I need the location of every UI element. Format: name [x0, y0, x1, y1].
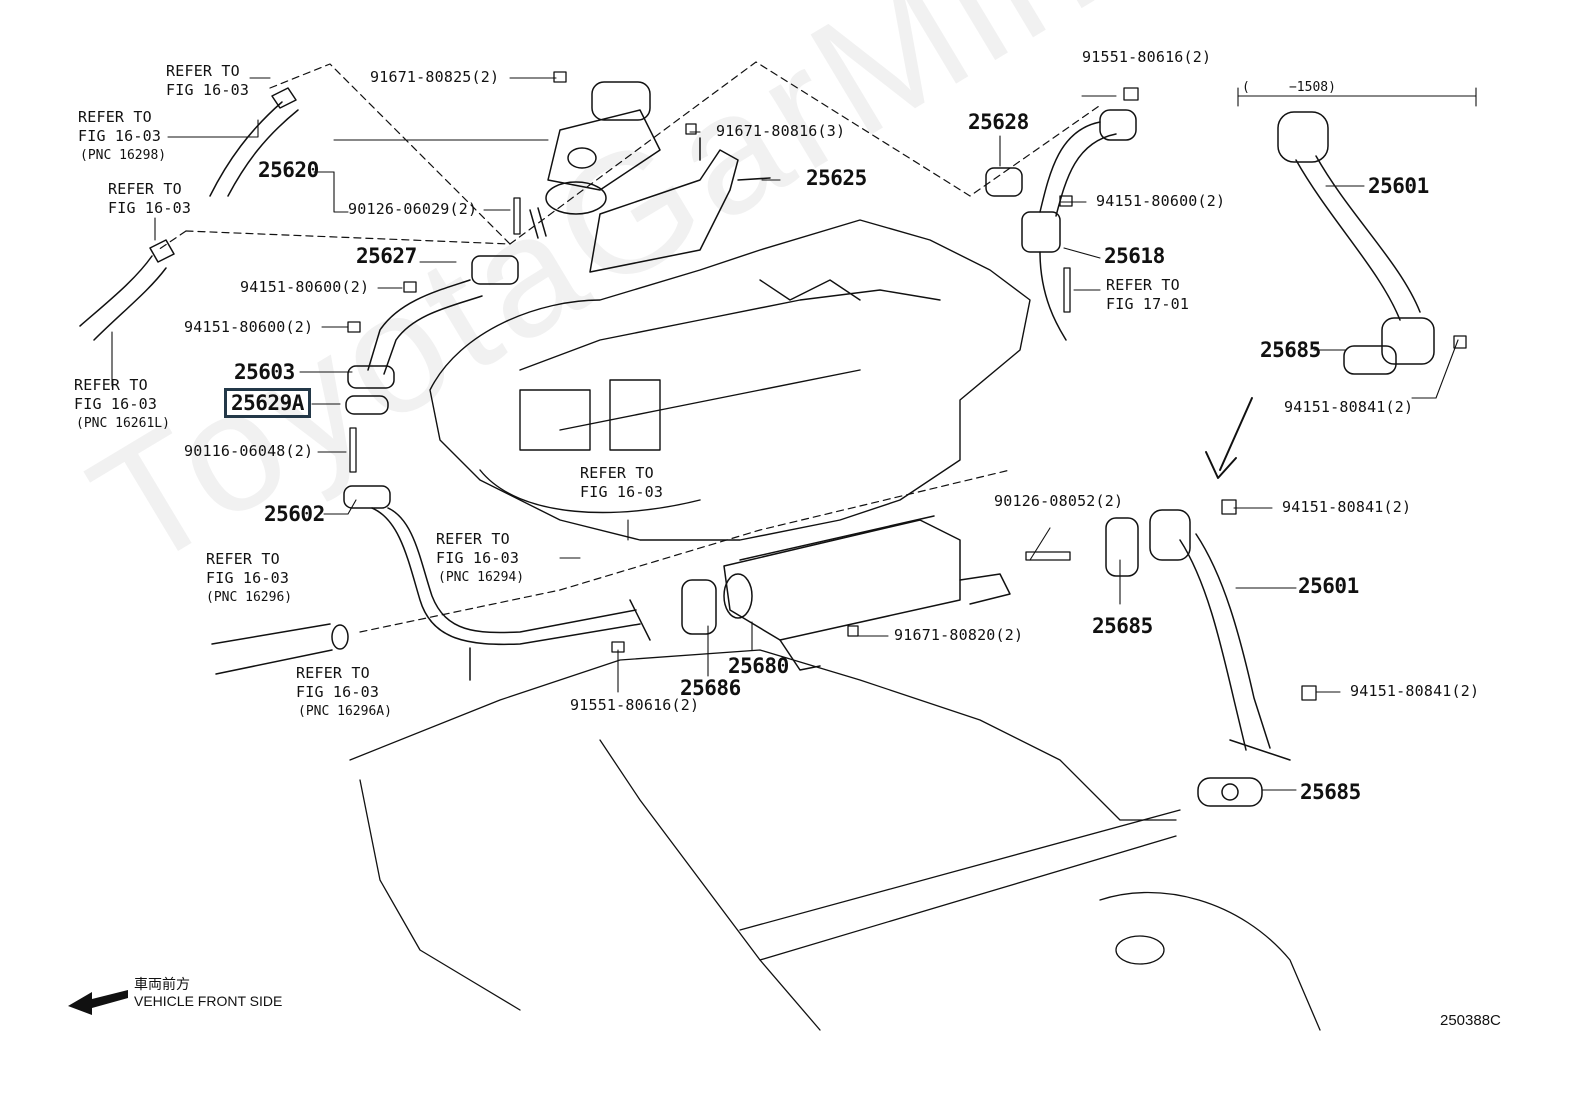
refer-label-fig-16-03[interactable]: REFER TO FIG 16-03	[78, 108, 162, 145]
dashed-link	[269, 63, 511, 245]
refer-label-fig-16-03[interactable]: REFER TO FIG 16-03	[580, 464, 664, 501]
part-number-25685[interactable]: 25685	[1260, 338, 1321, 362]
refer-label-fig-17-01[interactable]: REFER TO FIG 17-01	[1106, 276, 1190, 313]
orientation-label-jp: 車両前方	[134, 976, 190, 992]
direction-arrow-down	[1205, 397, 1253, 479]
part-number-25685[interactable]: 25685	[1300, 780, 1361, 804]
refer-label-fig-16-03[interactable]: REFER TO FIG 16-03	[166, 62, 250, 99]
fastener-number[interactable]: 90116-06048(2)	[184, 442, 314, 460]
egr-pipe-upper-drawing	[345, 255, 519, 415]
part-number-25601[interactable]: 25601	[1298, 574, 1359, 598]
pnc-note: (PNC 16296A)	[298, 704, 392, 719]
diagram-code: 250388C	[1440, 1012, 1501, 1029]
fastener-number[interactable]: 91671-80825(2)	[370, 68, 500, 86]
production-range-note: ( −1508)	[1242, 80, 1336, 95]
hose-lower-left	[211, 623, 349, 675]
pipe-25618-drawing	[985, 109, 1137, 341]
refer-label-fig-16-03[interactable]: REFER TO FIG 16-03	[206, 550, 290, 587]
fastener-number[interactable]: 94151-80600(2)	[240, 278, 370, 296]
fastener-number[interactable]: 94151-80841(2)	[1350, 682, 1480, 700]
part-number-25601[interactable]: 25601	[1368, 174, 1429, 198]
pnc-note: (PNC 16261L)	[76, 416, 170, 431]
refer-label-fig-16-03[interactable]: REFER TO FIG 16-03	[296, 664, 380, 701]
refer-label-fig-16-03[interactable]: REFER TO FIG 16-03	[74, 376, 158, 413]
orientation-label-en: VEHICLE FRONT SIDE	[134, 993, 283, 1009]
intake-manifold-drawing	[429, 219, 1031, 541]
fastener-number[interactable]: 94151-80841(2)	[1284, 398, 1414, 416]
egr-pipe-lower-drawing	[343, 485, 651, 681]
leader-lines	[111, 77, 1477, 791]
part-number-25680[interactable]: 25680	[728, 654, 789, 678]
pipe-upper-right-drawing	[1277, 111, 1435, 375]
fastener-number[interactable]: 90126-06029(2)	[348, 200, 478, 218]
refer-label-fig-16-03[interactable]: REFER TO FIG 16-03	[436, 530, 520, 567]
fastener-number[interactable]: 91551-80616(2)	[570, 696, 700, 714]
fastener-number[interactable]: 94151-80600(2)	[1096, 192, 1226, 210]
pnc-note: (PNC 16296)	[206, 590, 293, 605]
bracket-drawing	[589, 137, 771, 273]
part-number-25686[interactable]: 25686	[680, 676, 741, 700]
fastener-number[interactable]: 91671-80820(2)	[894, 626, 1024, 644]
fastener-number[interactable]: 91551-80616(2)	[1082, 48, 1212, 66]
egr-cooler-drawing	[681, 515, 1011, 671]
part-number-25685[interactable]: 25685	[1092, 614, 1153, 638]
fastener-glyphs	[347, 71, 1467, 701]
part-number-25628[interactable]: 25628	[968, 110, 1029, 134]
pnc-note: (PNC 16294)	[438, 570, 525, 585]
part-number-25602[interactable]: 25602	[264, 502, 325, 526]
hose-upper-left	[209, 87, 299, 197]
assembly-dashed-outline-left	[157, 230, 187, 251]
pipe-lower-right-drawing	[1105, 509, 1291, 807]
part-number-25627[interactable]: 25627	[356, 244, 417, 268]
fastener-number[interactable]: 90126-08052(2)	[994, 492, 1124, 510]
part-number-25620[interactable]: 25620	[258, 158, 319, 182]
pnc-note: (PNC 16298)	[80, 148, 167, 163]
assembly-dashed-outline	[185, 61, 1103, 245]
fastener-number[interactable]: 94151-80841(2)	[1282, 498, 1412, 516]
part-number-25603[interactable]: 25603	[234, 360, 295, 384]
egr-valve-drawing	[529, 81, 661, 239]
part-number-25618[interactable]: 25618	[1104, 244, 1165, 268]
front-arrow-icon	[68, 990, 128, 1015]
part-number-25625[interactable]: 25625	[806, 166, 867, 190]
fastener-number[interactable]: 94151-80600(2)	[184, 318, 314, 336]
part-number-25629A-highlighted[interactable]: 25629A	[224, 388, 311, 418]
hose-left	[79, 239, 175, 341]
refer-label-fig-16-03[interactable]: REFER TO FIG 16-03	[108, 180, 192, 217]
fastener-number[interactable]: 91671-80816(3)	[716, 122, 846, 140]
dashed-link-lower	[359, 469, 1011, 633]
engine-block-drawing	[349, 649, 1321, 1031]
